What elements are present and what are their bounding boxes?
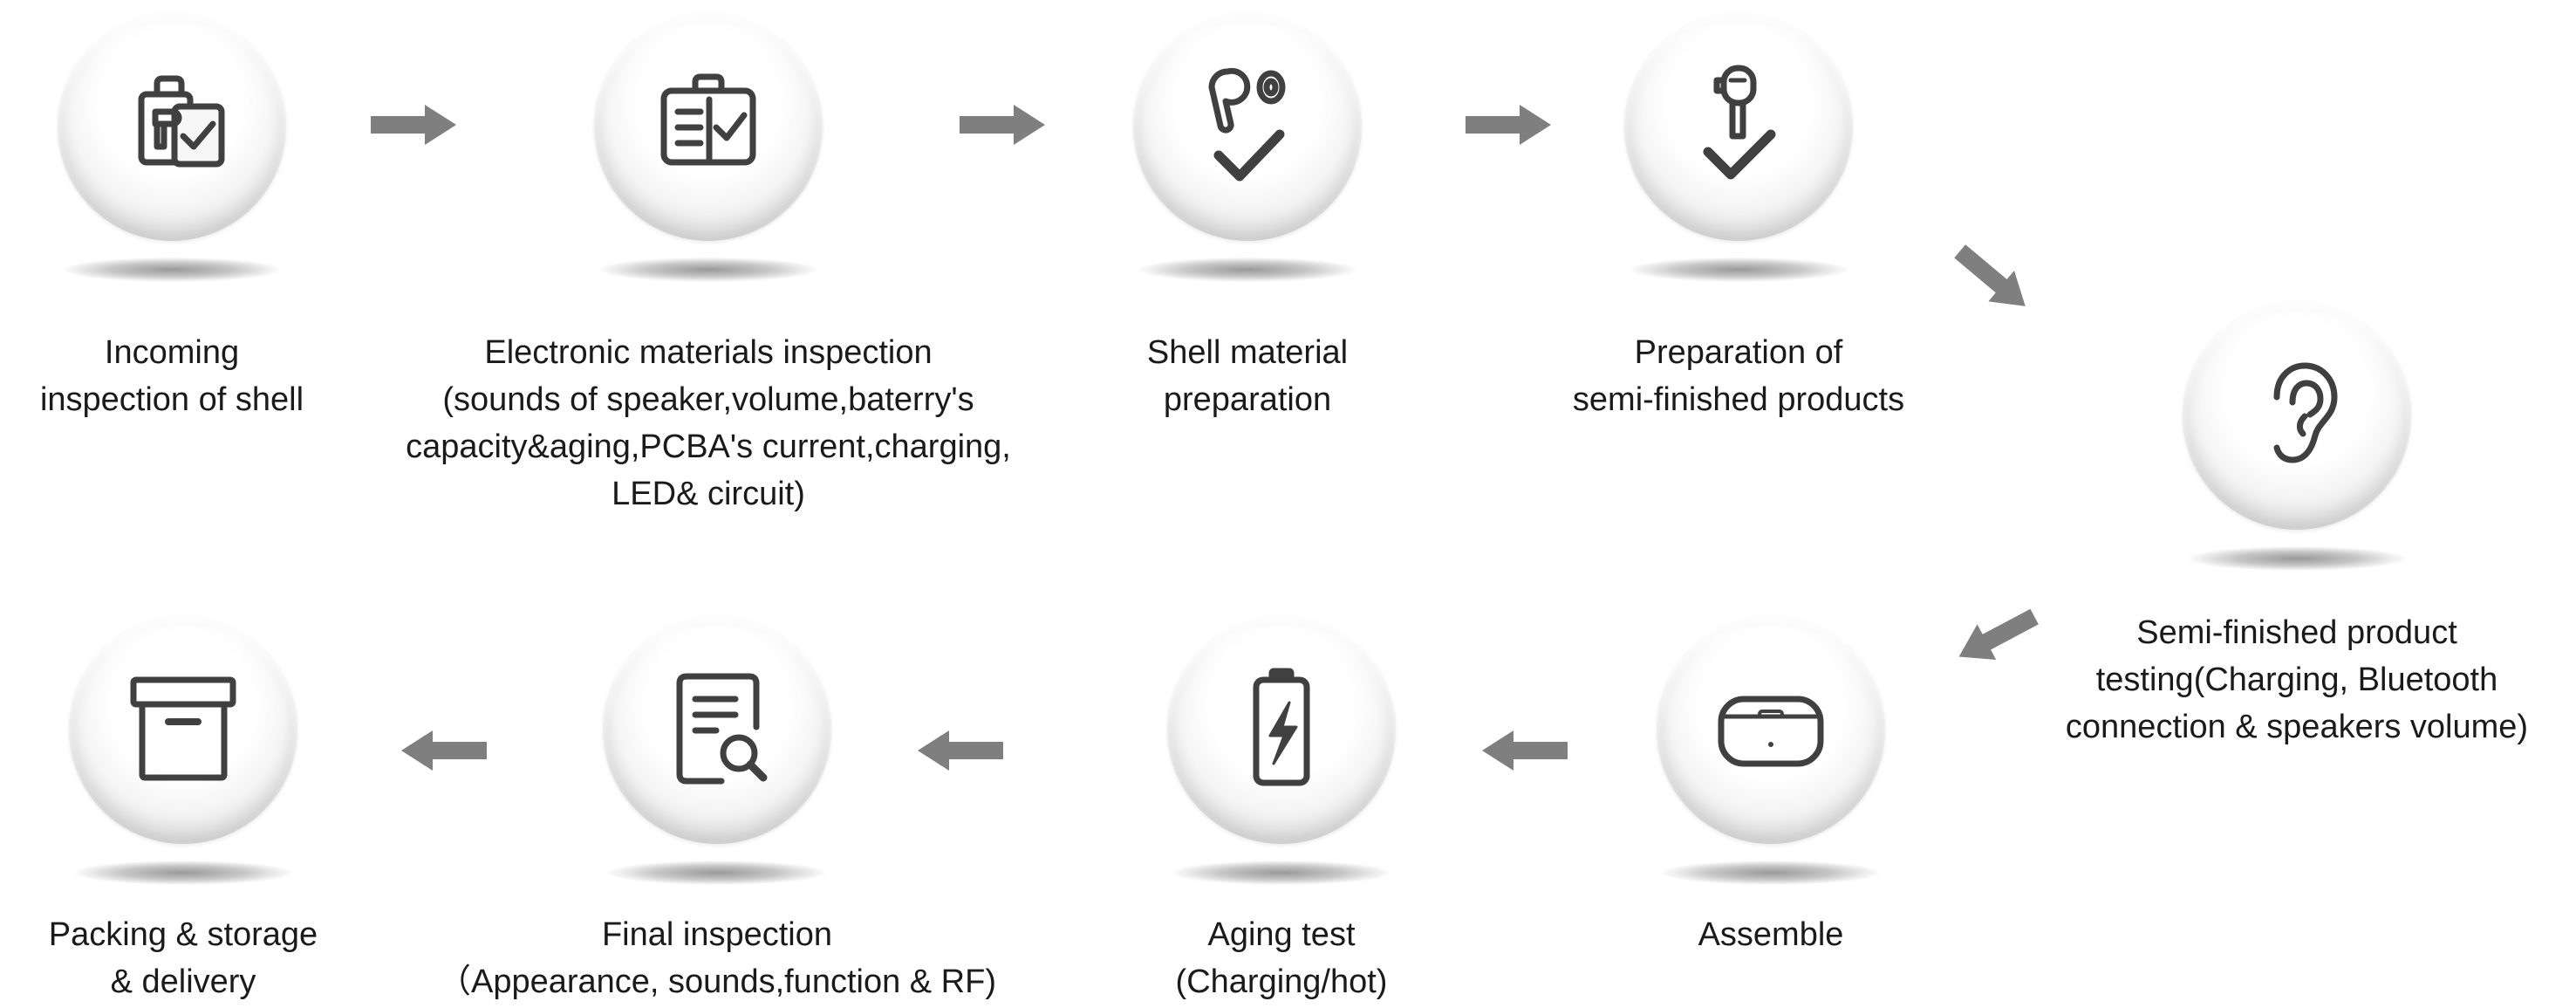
label-line: Semi-finished product — [2136, 614, 2457, 651]
bubble-shadow — [74, 861, 292, 885]
bubble-shadow — [1662, 861, 1880, 885]
label-line: Aging test — [1207, 916, 1356, 953]
bubble-shadow — [63, 257, 281, 282]
label-line: capacity&aging,PCBA's current,charging, — [406, 429, 1011, 465]
label-line: inspection of shell — [39, 381, 304, 418]
label-line: Assemble — [1698, 916, 1844, 953]
label-line: & delivery — [110, 963, 256, 1000]
arrow-down-right-icon — [1945, 231, 2041, 327]
step-label: Final inspection （Appearance, sounds,fun… — [386, 911, 1049, 1005]
step-label: Assemble — [1439, 911, 2102, 958]
bubble — [594, 12, 823, 241]
luggage-earbud-check-icon — [106, 61, 237, 192]
bubble-shadow — [608, 861, 826, 885]
arrow-right-icon — [1466, 103, 1553, 147]
bubble — [1624, 12, 1853, 241]
label-line: Electronic materials inspection — [484, 334, 933, 371]
arrow-down-left-icon — [1948, 589, 2044, 685]
earbud-check-icon — [1673, 61, 1804, 192]
clipboard-check-icon — [643, 61, 774, 192]
label-line: testing(Charging, Bluetooth — [2095, 662, 2498, 698]
arrow-right-icon — [371, 103, 458, 147]
arrow-left-icon — [400, 729, 487, 772]
bubble — [69, 615, 297, 844]
label-line: (sounds of speaker,volume,baterry's — [442, 381, 974, 418]
step-label: Shell material preparation — [916, 329, 1579, 423]
label-line: （Appearance, sounds,function & RF) — [437, 963, 996, 1000]
bubble — [1133, 12, 1362, 241]
step-label: Packing & storage & delivery — [0, 911, 515, 1005]
bubble — [2183, 301, 2411, 530]
label-line: Shell material — [1146, 334, 1349, 371]
label-line: LED& circuit) — [612, 476, 805, 512]
storage-box-icon — [118, 664, 249, 795]
document-search-icon — [652, 664, 782, 795]
step-label: Incoming inspection of shell — [0, 329, 503, 423]
label-line: (Charging/hot) — [1175, 963, 1388, 1000]
step-label: Electronic materials inspection (sounds … — [377, 329, 1040, 518]
ear-icon — [2231, 350, 2362, 481]
label-line: Packing & storage — [48, 916, 318, 953]
earbud-shell-check-icon — [1182, 61, 1313, 192]
step-label: Preparation of semi-finished products — [1407, 329, 2070, 423]
bubble-shadow — [599, 257, 817, 282]
label-line: Preparation of — [1634, 334, 1843, 371]
bubble — [1657, 615, 1885, 844]
bubble — [603, 615, 831, 844]
label-line: Incoming — [104, 334, 240, 371]
bubble-shadow — [1630, 257, 1848, 282]
arrow-left-icon — [916, 729, 1003, 772]
label-line: preparation — [1163, 381, 1332, 418]
label-line: Final inspection — [601, 916, 833, 953]
arrow-right-icon — [960, 103, 1047, 147]
step-label: Semi-finished product testing(Charging, … — [1965, 609, 2576, 751]
label-line: connection & speakers volume) — [2065, 709, 2529, 745]
bubble-shadow — [1172, 861, 1390, 885]
label-line: semi-finished products — [1572, 381, 1905, 418]
bubble-shadow — [1138, 257, 1356, 282]
earbud-case-icon — [1705, 664, 1836, 795]
arrow-left-icon — [1480, 729, 1568, 772]
bubble-shadow — [2188, 546, 2406, 571]
step-label: Aging test (Charging/hot) — [950, 911, 1613, 1005]
battery-charging-icon — [1216, 664, 1347, 795]
